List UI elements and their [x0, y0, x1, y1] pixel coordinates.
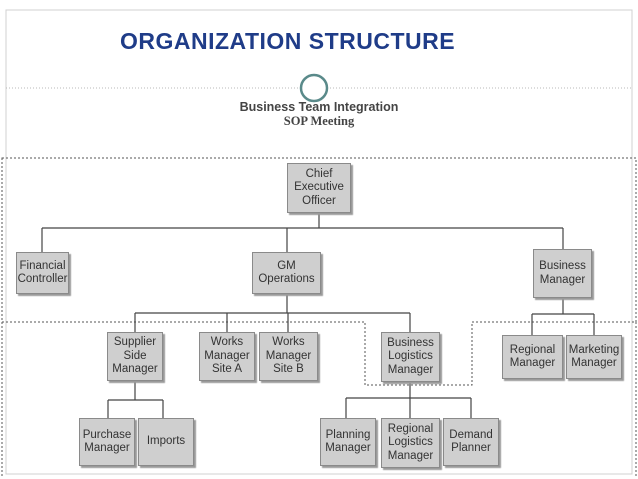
org-box-business-logistics-manager: Business Logistics Manager — [381, 332, 440, 382]
org-label-financial-controller: Financial Controller — [17, 259, 68, 286]
org-box-demand-planner: Demand Planner — [443, 418, 499, 466]
org-box-ceo: Chief Executive Officer — [287, 163, 351, 213]
org-box-imports: Imports — [138, 418, 194, 466]
decorative-circle — [299, 73, 329, 103]
org-box-marketing-manager: Marketing Manager — [566, 335, 622, 379]
org-label-imports: Imports — [146, 435, 186, 448]
org-box-regional-logistics-manager: Regional Logistics Manager — [381, 418, 440, 468]
org-box-works-manager-site-b: Works Manager Site B — [259, 332, 318, 381]
org-label-business-manager: Business Manager — [539, 260, 586, 286]
org-label-works-manager-site-a: Works Manager Site A — [204, 336, 250, 376]
team-integration-region — [1, 157, 637, 386]
org-box-gm-operations: GM Operations — [252, 252, 321, 294]
header-business-team-integration: Business Team Integration — [239, 100, 399, 114]
org-label-business-logistics-manager: Business Logistics Manager — [387, 336, 434, 376]
org-box-financial-controller: Financial Controller — [16, 252, 69, 294]
org-label-regional-logistics-manager: Regional Logistics Manager — [387, 422, 434, 462]
diagram-header: Business Team Integration SOP Meeting — [0, 100, 638, 129]
slide-frame — [5, 9, 633, 475]
org-box-supplier-side-manager: Supplier Side Manager — [107, 332, 163, 381]
org-label-planning-manager: Planning Manager — [325, 428, 371, 455]
org-label-ceo: Chief Executive Officer — [294, 167, 344, 207]
org-box-business-manager: Business Manager — [533, 249, 592, 298]
org-box-regional-manager: Regional Manager — [502, 335, 563, 379]
org-label-works-manager-site-b: Works Manager Site B — [265, 336, 312, 376]
org-label-supplier-side-manager: Supplier Side Manager — [112, 336, 158, 376]
org-label-regional-manager: Regional Manager — [509, 343, 556, 370]
slide-title: ORGANIZATION STRUCTURE — [120, 28, 456, 54]
org-label-marketing-manager: Marketing Manager — [568, 343, 620, 370]
header-sop-meeting: SOP Meeting — [283, 114, 355, 128]
org-box-works-manager-site-a: Works Manager Site A — [199, 332, 255, 381]
org-label-gm-operations: GM Operations — [258, 259, 315, 286]
org-box-planning-manager: Planning Manager — [320, 418, 376, 466]
org-label-demand-planner: Demand Planner — [449, 428, 493, 455]
org-box-purchase-manager: Purchase Manager — [79, 418, 135, 466]
org-label-purchase-manager: Purchase Manager — [82, 428, 132, 455]
